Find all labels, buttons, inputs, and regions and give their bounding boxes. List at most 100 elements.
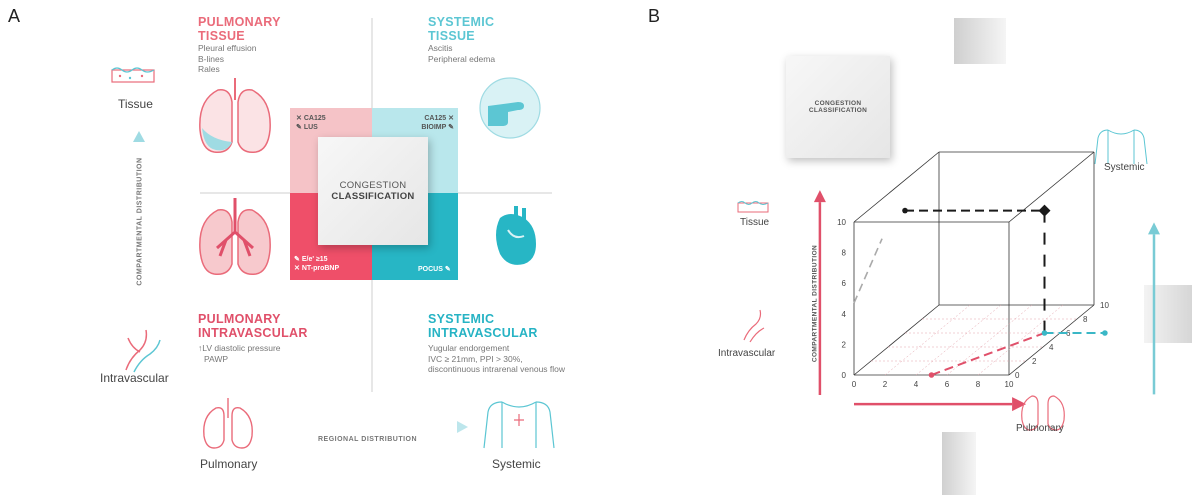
center-card-a: CONGESTION CLASSIFICATION (318, 137, 428, 245)
depth-tick-label: 6 (1066, 329, 1071, 338)
card-b-line2: CLASSIFICATION (808, 107, 868, 114)
front-tick-label: 6 (945, 380, 950, 389)
q-sys-iv-item: IVC ≥ 21mm, PPI > 30%, (428, 353, 523, 364)
center-card-line2: CLASSIFICATION (331, 191, 415, 202)
marker-tl: ✕ CA125 ✎ LUS (296, 115, 326, 131)
probe-icon: ✎ (444, 266, 451, 273)
center-card-line1: CONGESTION (339, 180, 407, 191)
q-sys-tissue-item: Ascitis (428, 43, 453, 53)
data-point (1102, 330, 1108, 336)
tissue-icon-b-wave (737, 201, 769, 205)
q-pulmonary-intravascular: PULMONARY INTRAVASCULAR ↑LV diastolic pr… (198, 312, 338, 364)
q-pulm-iv-title1: PULMONARY (198, 312, 281, 326)
heart-icon (496, 206, 536, 265)
pulmonary-lungs-icon-b (1021, 395, 1065, 431)
q-pulm-iv-title2: INTRAVASCULAR (198, 326, 308, 340)
data-point (928, 372, 935, 378)
card-b-line1: CONGESTION (814, 100, 862, 107)
pulmonary-label-b: Pulmonary (1016, 423, 1064, 434)
tissue-icon (111, 67, 155, 83)
data-point (1038, 204, 1051, 217)
cube-edge (853, 151, 940, 223)
q-pulm-tissue-item: Pleural effusion (198, 43, 257, 53)
vertical-tick-label: 4 (842, 310, 847, 319)
cube-edge (853, 304, 940, 376)
front-tick-label: 4 (914, 380, 919, 389)
pulmonary-label-a: Pulmonary (200, 457, 258, 471)
depth-tick-label: 4 (1049, 343, 1054, 352)
depth-tick-label: 2 (1032, 357, 1037, 366)
q-sys-iv-item: Yugular endorgement (428, 343, 510, 353)
q-systemic-tissue: SYSTEMIC TISSUE Ascitis Peripheral edema (428, 15, 548, 64)
data-point (1041, 330, 1048, 336)
edema-hand-icon (479, 77, 541, 139)
compartmental-label-a: COMPARTMENTAL DISTRIBUTION (136, 157, 144, 286)
biomarker-icon: ✕ (294, 265, 300, 272)
intravascular-icon (125, 329, 161, 373)
center-card-b: CONGESTION CLASSIFICATION (786, 56, 890, 158)
compartmental-label-b: COMPARTMENTAL DISTRIBUTION (811, 244, 819, 363)
pulmonary-lungs-icon (203, 398, 253, 449)
q-pulm-tissue-title1: PULMONARY (198, 15, 281, 29)
intravascular-label-b: Intravascular (718, 348, 776, 359)
q-sys-iv-title2: INTRAVASCULAR (428, 326, 538, 340)
vertical-tick-label: 2 (842, 340, 847, 349)
q-sys-tissue-title2: TISSUE (428, 29, 475, 43)
compartmental-arrowhead (813, 190, 826, 203)
marker-tr: CA125 ✕ BIOIMP ✎ (421, 115, 454, 131)
q-sys-tissue-title1: SYSTEMIC (428, 15, 495, 29)
tissue-label-b: Tissue (740, 217, 770, 228)
data-point (902, 207, 908, 214)
projection-line-grey (853, 238, 883, 304)
systemic-arrowhead (1148, 222, 1160, 235)
up-arrow-icon: ↑ (198, 343, 203, 353)
q-sys-iv-item: discontinuous intrarenal venous flow (428, 364, 566, 374)
marker-bl: ✎ E/e' ≥15 ✕ NT-proBNP (294, 256, 340, 272)
front-tick-label: 8 (976, 380, 981, 389)
probe-icon: ✎ (294, 256, 300, 263)
lungs-tissue-icon (199, 78, 271, 154)
depth-tick-label: 0 (1015, 371, 1020, 380)
lungs-intravascular-icon (199, 198, 271, 276)
vertical-tick-label: 10 (837, 218, 846, 227)
intravascular-label-a: Intravascular (100, 371, 169, 385)
q-sys-iv-title1: SYSTEMIC (428, 312, 495, 326)
regional-label-a: REGIONAL DISTRIBUTION (318, 436, 418, 443)
front-tick-label: 10 (1005, 380, 1014, 389)
intravascular-icon-b (743, 309, 765, 343)
panel-a-letter: A (8, 6, 21, 26)
systemic-body-icon (483, 401, 555, 449)
cube-edge (1008, 304, 1095, 376)
systemic-label-b: Systemic (1104, 162, 1145, 173)
vertical-tick-label: 8 (842, 249, 847, 258)
floor-grid-line (884, 304, 971, 376)
q-pulm-tissue-title2: TISSUE (198, 29, 245, 43)
tissue-label-a: Tissue (118, 97, 153, 111)
marker-br: POCUS ✎ (418, 266, 451, 273)
floor-grid-line (977, 304, 1064, 376)
regional-arrowhead (1012, 397, 1027, 412)
systemic-body-icon-b (1094, 129, 1148, 165)
vertical-tick-label: 6 (842, 279, 847, 288)
systemic-label-a: Systemic (492, 457, 541, 471)
bg-shard-right (1144, 285, 1192, 343)
q-pulm-iv-item: ↑LV diastolic pressure (198, 343, 281, 353)
biomarker-icon: ✕ (296, 115, 302, 122)
depth-tick-label: 8 (1083, 315, 1088, 324)
q-systemic-intravascular: SYSTEMIC INTRAVASCULAR Yugular endorgeme… (428, 312, 608, 375)
front-tick-label: 2 (883, 380, 888, 389)
q-pulm-iv-item: PAWP (204, 353, 229, 364)
bg-shard-top (954, 18, 1006, 64)
bg-shard-bottom (942, 432, 976, 495)
biomarker-icon: ✕ (448, 115, 454, 122)
probe-icon: ✎ (448, 124, 454, 131)
vertical-tick-label: 0 (842, 371, 847, 380)
tissue-icon-b (737, 202, 769, 213)
projection-line-pink (931, 332, 1045, 376)
q-sys-tissue-item: Peripheral edema (428, 53, 496, 64)
q-pulm-tissue-item: B-lines (198, 53, 224, 64)
panel-b-letter: B (648, 6, 661, 26)
probe-icon: ✎ (296, 124, 302, 131)
q-pulmonary-tissue: PULMONARY TISSUE Pleural effusion B-line… (198, 15, 318, 75)
